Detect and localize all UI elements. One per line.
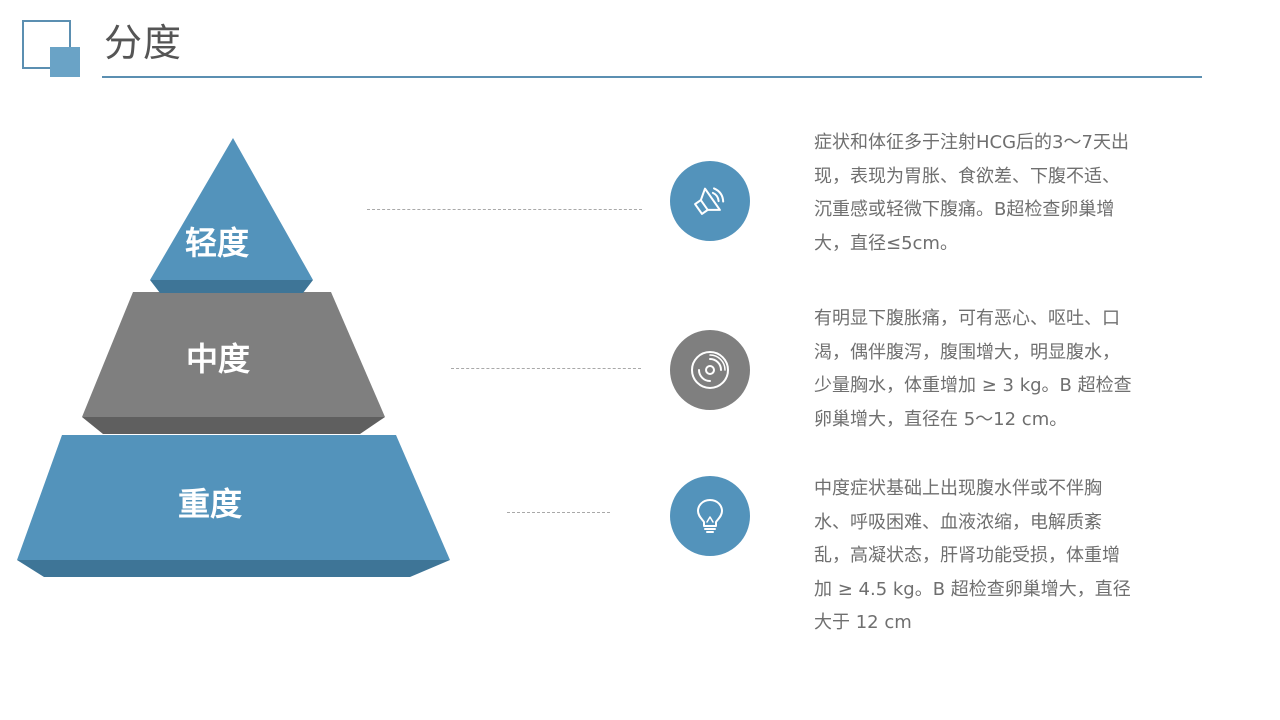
level-description-moderate: 有明显下腹胀痛，可有恶心、呕吐、口渴，偶伴腹泻，腹围增大，明显腹水，少量胸水，体… [814, 308, 1132, 430]
speaker-icon [694, 187, 725, 215]
severity-pyramid [17, 138, 450, 577]
lightbulb-circle [670, 476, 750, 556]
pyramid-tier-moderate [82, 292, 385, 417]
level-label-moderate: 中度 [185, 340, 251, 378]
disc-icon [691, 351, 729, 389]
level-label-severe: 重度 [177, 485, 243, 523]
speaker-circle [670, 161, 750, 241]
level-label-mild: 轻度 [184, 224, 250, 262]
pyramid-tier-moderate-side [82, 417, 385, 434]
connector-line-mild [367, 209, 642, 210]
disc-circle [670, 330, 750, 410]
level-description-mild: 症状和体征多于注射HCG后的3～7天出现，表现为胃胀、食欲差、下腹不适、沉重感或… [814, 132, 1129, 254]
pyramid-tier-severe [17, 435, 450, 560]
connector-line-severe [507, 512, 610, 513]
pyramid-tier-mild [150, 138, 313, 280]
pyramid-tier-severe-side [17, 560, 450, 577]
page-title: 分度 [104, 21, 183, 65]
level-description-severe: 中度症状基础上出现腹水伴或不伴胸水、呼吸困难、血液浓缩，电解质紊乱，高凝状态，肝… [814, 478, 1131, 633]
pyramid-tier-mild-side [150, 280, 313, 293]
lightbulb-icon [697, 499, 723, 533]
title-divider [102, 76, 1202, 78]
logo-icon [22, 20, 80, 77]
connector-line-moderate [451, 368, 641, 369]
